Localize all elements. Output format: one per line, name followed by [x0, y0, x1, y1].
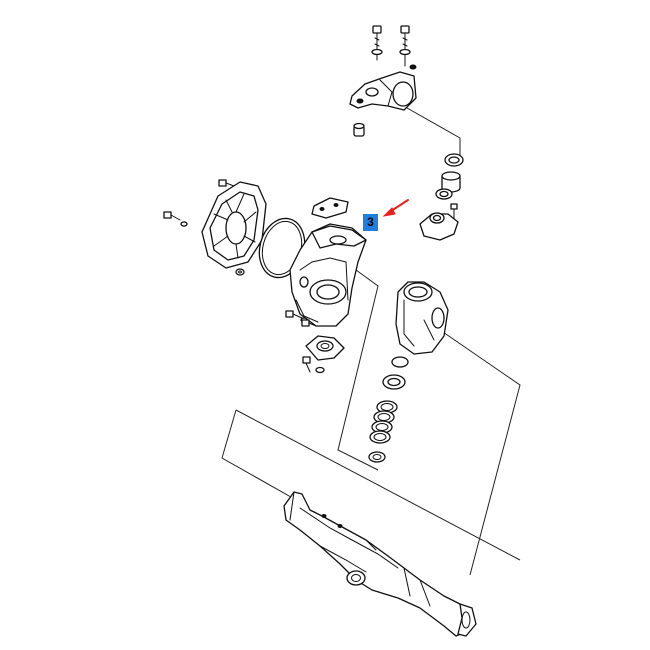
- lower-o-ring: [391, 356, 409, 368]
- small-top-plate: [311, 197, 349, 219]
- small-nut: [235, 268, 245, 276]
- lower-cap-plate: [305, 335, 345, 361]
- lower-cap-bolt: [302, 356, 325, 374]
- kingpin-cap: [419, 203, 459, 241]
- swivel-housing: [289, 223, 367, 327]
- small-top-bolt: [218, 179, 235, 187]
- steering-knuckle: [395, 281, 449, 355]
- top-bolt-right: [399, 25, 411, 67]
- lower-seal: [382, 374, 406, 390]
- bottom-ring: [368, 451, 386, 463]
- upper-bushing: [353, 122, 365, 137]
- leader-lines: [221, 103, 521, 576]
- left-bolt: [163, 211, 188, 227]
- upper-pivot-bracket: [349, 64, 417, 111]
- axle-housing: [283, 491, 477, 637]
- thrust-washer: [435, 188, 453, 200]
- final-drive-cover: [201, 181, 267, 269]
- callout-arrow: [382, 199, 409, 217]
- lower-bolt-right: [301, 319, 317, 327]
- top-bolt-left: [371, 25, 383, 61]
- upper-seal-ring: [444, 153, 464, 167]
- part-number-callout[interactable]: 3: [363, 214, 378, 231]
- seal-ring-stack: [369, 400, 398, 444]
